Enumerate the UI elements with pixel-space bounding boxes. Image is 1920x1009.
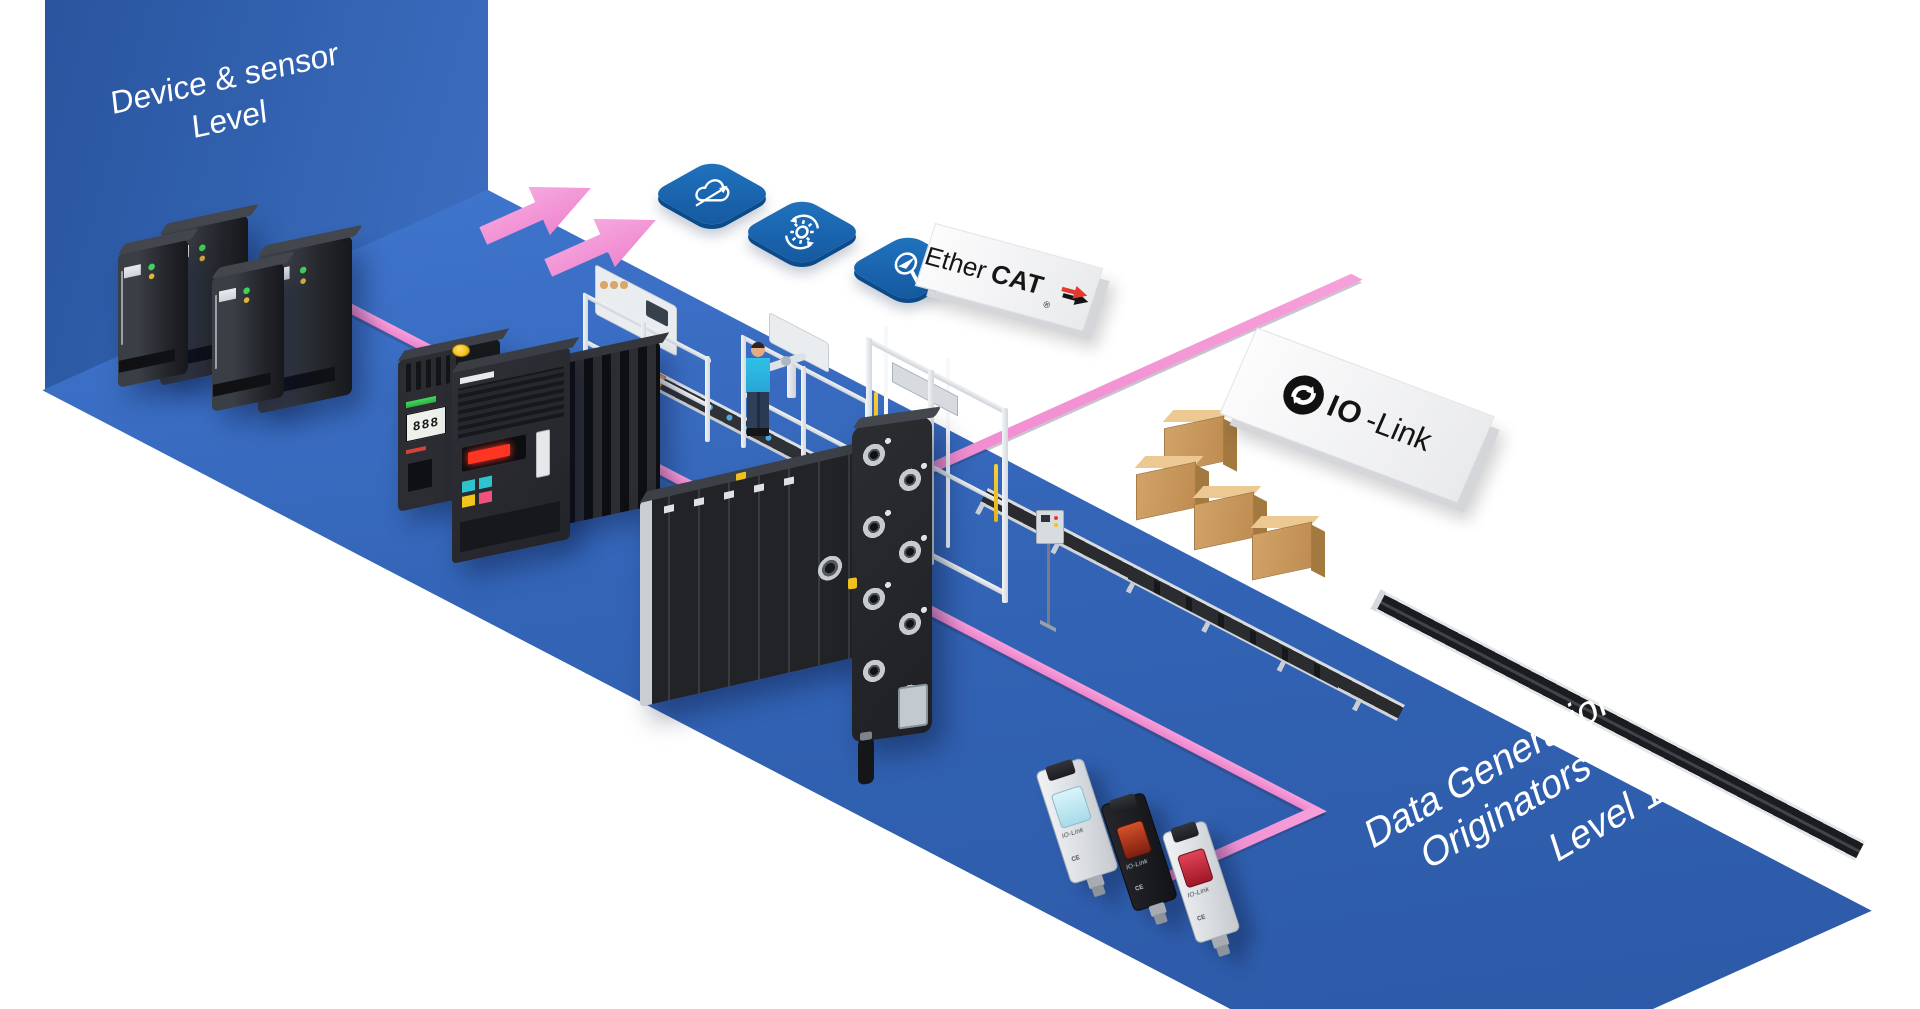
light-curtain-bar	[994, 464, 998, 522]
segment-display: 888	[406, 405, 446, 443]
io-link-master	[848, 416, 932, 786]
pallet-stack	[1128, 410, 1368, 706]
inverter-drive	[452, 346, 570, 564]
cabinet-screen	[1041, 515, 1050, 522]
parts-on-table	[599, 280, 629, 290]
ethercat-arrow-icon	[1060, 285, 1089, 305]
gear-sync-icon	[739, 197, 865, 267]
cabinet-pole	[1047, 540, 1050, 626]
carton-box	[1134, 456, 1209, 521]
carton-front	[1252, 521, 1312, 581]
master-yellow-connector	[848, 577, 857, 590]
iolink-logo-icon	[1283, 375, 1324, 415]
gear-glyph	[757, 192, 847, 271]
ethercat-registered: ®	[1041, 299, 1052, 311]
master-window	[898, 683, 928, 730]
io-clip	[736, 471, 746, 481]
power-monitor-unit	[118, 239, 188, 388]
iolink-text-rest: -Link	[1360, 402, 1438, 458]
power-monitor-unit	[212, 262, 284, 412]
iolink-text-bold: IO	[1322, 387, 1369, 433]
pallet	[1128, 566, 1338, 689]
cabinet-yellow-led	[1054, 523, 1058, 527]
master-cable	[858, 736, 874, 786]
robot-column	[787, 364, 796, 398]
drive-keypad	[462, 472, 508, 508]
control-cabinet	[1036, 510, 1064, 544]
cloud-data-icon	[649, 159, 775, 229]
ethercat-text-prefix: Ether	[921, 239, 991, 285]
frame-post	[583, 294, 588, 380]
carton-front	[1194, 491, 1254, 551]
drive-slider	[536, 429, 550, 479]
cloud-glyph	[667, 154, 757, 233]
frame-post	[946, 358, 950, 548]
frame-post	[801, 366, 806, 478]
carton-box	[1192, 486, 1267, 551]
device-knob	[452, 344, 470, 357]
segment-display-value: 888	[412, 413, 440, 435]
carton-side	[1311, 524, 1325, 578]
frame-post	[741, 336, 746, 448]
ethercat-text-bold: CAT	[987, 257, 1048, 300]
iolink-sign: IO-Link	[1219, 327, 1495, 503]
frame-post	[705, 356, 710, 442]
drive-led-display	[462, 434, 526, 472]
carton-side	[1223, 418, 1237, 472]
robot-joint	[781, 356, 791, 366]
frame-post	[1002, 408, 1008, 603]
carton-front	[1136, 461, 1196, 521]
worker	[746, 342, 770, 436]
machine-screen	[646, 299, 668, 328]
carton-box	[1250, 516, 1325, 581]
cabinet-red-led	[1054, 516, 1058, 520]
